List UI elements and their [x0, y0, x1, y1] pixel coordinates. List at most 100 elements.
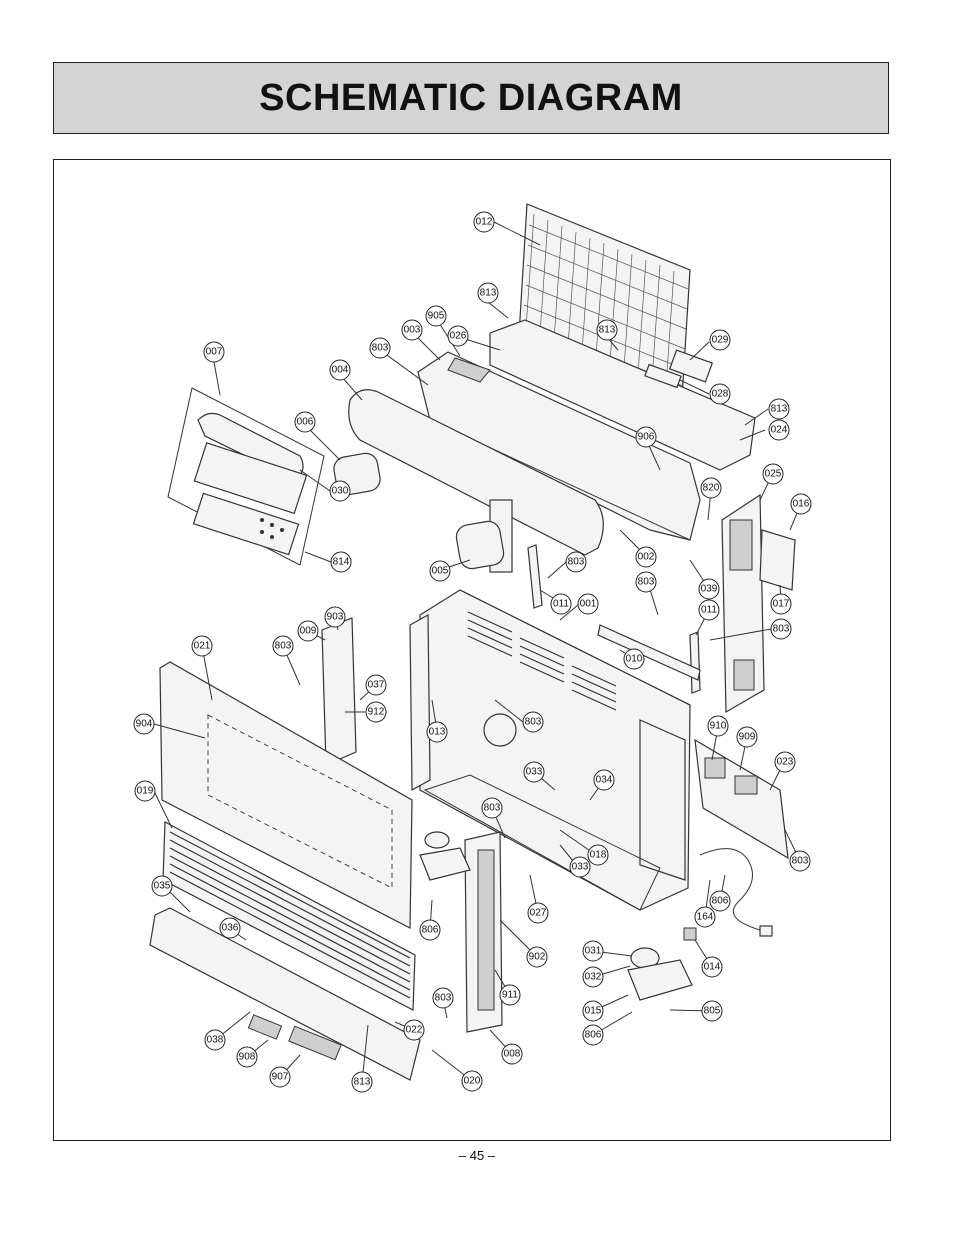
callout-902: 902 — [526, 946, 548, 968]
part-rear-panel-023 — [694, 738, 789, 860]
svg-text:039: 039 — [701, 584, 718, 595]
callout-013: 013 — [426, 721, 448, 743]
callout-036: 036 — [219, 917, 241, 939]
callout-907: 907 — [269, 1066, 291, 1088]
callout-814: 814 — [330, 551, 352, 573]
callout-164: 164 — [694, 906, 716, 928]
svg-text:805: 805 — [704, 1006, 721, 1017]
callout-022: 022 — [403, 1019, 425, 1041]
callout-904: 904 — [133, 713, 155, 735]
callout-803: 803 — [770, 618, 792, 640]
svg-text:029: 029 — [712, 335, 729, 346]
page-title: SCHEMATIC DIAGRAM — [259, 76, 683, 119]
svg-text:031: 031 — [585, 946, 602, 957]
svg-text:813: 813 — [599, 325, 616, 336]
callout-002: 002 — [635, 546, 657, 568]
svg-text:018: 018 — [590, 850, 607, 861]
svg-text:014: 014 — [704, 962, 721, 973]
svg-text:803: 803 — [484, 803, 501, 814]
callout-007: 007 — [203, 341, 225, 363]
svg-text:164: 164 — [697, 912, 714, 923]
svg-text:006: 006 — [297, 417, 314, 428]
svg-text:911: 911 — [502, 990, 518, 1001]
callout-015: 015 — [582, 1000, 604, 1022]
part-fan-assembly — [419, 831, 471, 881]
callout-803: 803 — [432, 987, 454, 1009]
callout-905: 905 — [425, 305, 447, 327]
callout-028: 028 — [709, 383, 731, 405]
callout-803: 803 — [272, 635, 294, 657]
svg-text:030: 030 — [332, 486, 349, 497]
callout-005: 005 — [429, 560, 451, 582]
svg-text:004: 004 — [332, 365, 349, 376]
svg-text:806: 806 — [585, 1030, 602, 1041]
svg-text:016: 016 — [793, 499, 810, 510]
svg-text:902: 902 — [529, 952, 546, 963]
callout-006: 006 — [294, 411, 316, 433]
part-front-cover-group-007 — [167, 387, 325, 566]
callout-806: 806 — [582, 1024, 604, 1046]
svg-text:023: 023 — [777, 757, 794, 768]
callout-035: 035 — [151, 875, 173, 897]
part-inner-frame-013 — [409, 613, 431, 792]
callout-026: 026 — [447, 325, 469, 347]
callout-813: 813 — [596, 319, 618, 341]
part-cylinder-005 — [455, 520, 505, 570]
callout-908: 908 — [236, 1046, 258, 1068]
part-cabinet-001 — [419, 589, 691, 911]
svg-text:909: 909 — [739, 732, 756, 743]
svg-text:037: 037 — [368, 680, 385, 691]
svg-text:904: 904 — [136, 719, 153, 730]
part-bracket-029 — [644, 349, 714, 389]
callout-903: 903 — [324, 606, 346, 628]
svg-text:803: 803 — [638, 577, 655, 588]
svg-text:806: 806 — [712, 896, 729, 907]
callout-020: 020 — [461, 1070, 483, 1092]
svg-text:910: 910 — [710, 721, 727, 732]
title-banner: SCHEMATIC DIAGRAM — [53, 62, 889, 134]
svg-text:033: 033 — [572, 862, 589, 873]
callout-021: 021 — [191, 635, 213, 657]
callout-009: 009 — [297, 620, 319, 642]
part-burner-031 — [627, 947, 693, 1001]
callout-019: 019 — [134, 780, 156, 802]
callout-024: 024 — [768, 419, 790, 441]
callout-803: 803 — [522, 711, 544, 733]
svg-text:010: 010 — [626, 654, 643, 665]
svg-text:814: 814 — [333, 557, 350, 568]
svg-text:036: 036 — [222, 923, 239, 934]
svg-text:803: 803 — [792, 856, 809, 867]
svg-text:017: 017 — [773, 599, 790, 610]
callout-034: 034 — [593, 769, 615, 791]
svg-text:005: 005 — [432, 566, 449, 577]
callout-803: 803 — [565, 551, 587, 573]
callout-027: 027 — [527, 902, 549, 924]
part-panel-010 — [597, 624, 701, 681]
callout-911: 911 — [499, 984, 521, 1006]
svg-text:813: 813 — [354, 1077, 371, 1088]
part-bracket-009 — [321, 617, 357, 766]
svg-text:013: 013 — [429, 727, 446, 738]
svg-text:026: 026 — [450, 331, 467, 342]
callout-039: 039 — [698, 578, 720, 600]
svg-text:908: 908 — [239, 1052, 256, 1063]
callout-813: 813 — [768, 398, 790, 420]
callout-033: 033 — [523, 761, 545, 783]
callout-910: 910 — [707, 715, 729, 737]
svg-text:020: 020 — [464, 1076, 481, 1087]
callout-016: 016 — [790, 493, 812, 515]
callout-033: 033 — [569, 856, 591, 878]
svg-text:905: 905 — [428, 311, 445, 322]
callout-030: 030 — [329, 480, 351, 502]
callout-909: 909 — [736, 726, 758, 748]
svg-text:019: 019 — [137, 786, 154, 797]
svg-text:007: 007 — [206, 347, 223, 358]
svg-text:903: 903 — [327, 612, 344, 623]
svg-text:813: 813 — [771, 404, 788, 415]
callout-906: 906 — [635, 426, 657, 448]
callout-011: 011 — [550, 593, 572, 615]
svg-text:033: 033 — [526, 767, 543, 778]
callout-820: 820 — [700, 477, 722, 499]
svg-text:813: 813 — [480, 288, 497, 299]
